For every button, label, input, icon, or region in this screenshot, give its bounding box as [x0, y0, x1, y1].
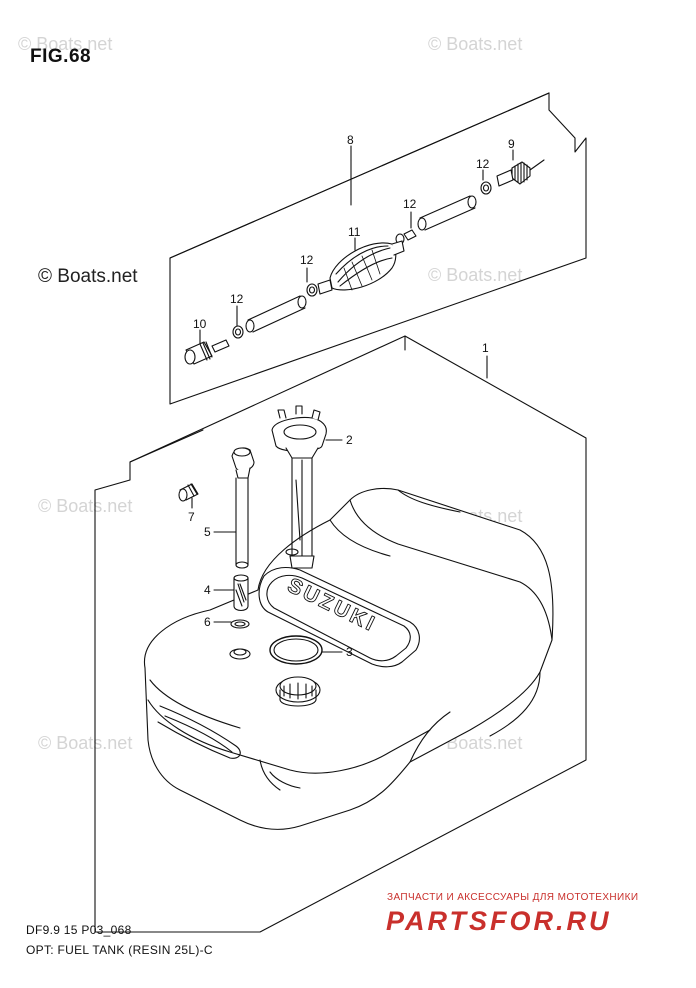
callout-6: 6 — [204, 615, 211, 629]
callout-12: 12 — [476, 157, 490, 171]
connector-10 — [184, 339, 230, 365]
fuel-gauge-2 — [271, 405, 343, 569]
fuel-tank — [143, 487, 554, 830]
tank-frame — [94, 335, 587, 933]
clamp-12 — [306, 283, 318, 297]
watermark: © Boats.net — [38, 496, 133, 516]
gasket-6 — [213, 619, 250, 629]
callout-12: 12 — [300, 253, 314, 267]
callout-4: 4 — [204, 583, 211, 597]
callout-3: 3 — [346, 645, 353, 659]
clamp-12 — [480, 181, 492, 195]
o-ring-3 — [269, 635, 343, 665]
callout-5: 5 — [204, 525, 211, 539]
hose-upper — [417, 195, 477, 231]
clamp-12 — [232, 325, 244, 339]
watermark: © Boats.net — [38, 266, 138, 287]
figure-title: FIG.68 — [30, 46, 92, 67]
callout-9: 9 — [508, 137, 515, 151]
filler-neck — [275, 676, 321, 707]
watermark: © Boats.net — [428, 265, 523, 285]
frame-edge — [169, 92, 550, 259]
watermark: © Boats.net — [428, 34, 523, 54]
strainer-4 — [213, 574, 249, 612]
fuel-line-frame — [169, 92, 587, 405]
callout-2: 2 — [346, 433, 353, 447]
diagram-code: DF9.9 15 P03_068 — [26, 923, 132, 937]
diagram-description: OPT: FUEL TANK (RESIN 25L)-C — [26, 943, 213, 957]
hose-lower — [245, 295, 307, 333]
grommet — [229, 648, 251, 660]
watermark: © Boats.net — [38, 733, 133, 753]
callout-7: 7 — [188, 510, 195, 524]
vent-screw-7 — [178, 483, 199, 509]
callout-10: 10 — [193, 317, 207, 331]
callout-8: 8 — [347, 133, 354, 147]
callout-11: 11 — [348, 225, 361, 239]
connector-9 — [496, 159, 545, 187]
callout-12: 12 — [230, 292, 244, 306]
primer-bulb-11 — [317, 240, 405, 295]
watermark: © Boats.net — [18, 34, 113, 54]
shop-logo: PARTSFOR.RU — [386, 906, 612, 936]
callout-1: 1 — [482, 341, 489, 355]
shop-tagline: ЗАПЧАСТИ И АКСЕССУАРЫ ДЛЯ МОТОТЕХНИКИ — [387, 892, 639, 903]
pickup-tube-5 — [213, 447, 255, 569]
callout-12: 12 — [403, 197, 417, 211]
